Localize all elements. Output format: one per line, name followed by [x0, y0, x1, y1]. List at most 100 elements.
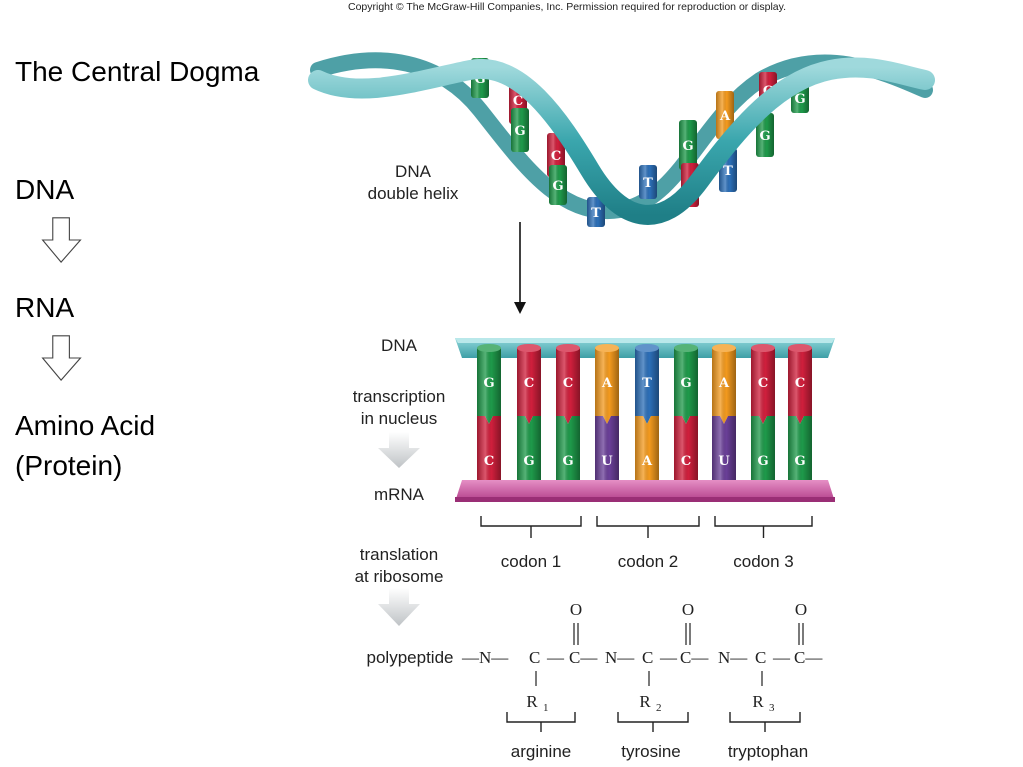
dna-label: DNA — [381, 336, 418, 355]
codon-brackets: codon 1 codon 2 codon 3 — [480, 516, 813, 571]
codon-bracket: codon 2 — [596, 516, 700, 571]
base-pair-cylinder: AU — [712, 344, 736, 492]
base-pair-cylinder: CG — [517, 344, 541, 492]
transcription-arrow-icon — [378, 432, 420, 468]
r-group-subscript: 2 — [656, 702, 662, 714]
transcription-label-2: in nucleus — [361, 409, 438, 428]
protein-text: (Protein) — [15, 450, 123, 481]
r-group-subscript: 1 — [543, 702, 549, 714]
helix-label-1: DNA — [395, 162, 432, 181]
backbone-atom: C— — [680, 648, 709, 667]
base-pair-cylinder: CG — [751, 344, 775, 492]
base-pair-cylinder: TA — [635, 344, 659, 492]
backbone-atom: — — [546, 648, 565, 667]
transcription-label-1: transcription — [353, 387, 446, 406]
helix-to-dna-arrow — [514, 222, 526, 314]
dna-base-letter: C — [795, 376, 805, 391]
helix-base-letter: C — [551, 149, 561, 164]
backbone-atom: — — [659, 648, 678, 667]
oxygen-atom: O — [570, 600, 582, 619]
copyright-notice: Copyright © The McGraw-Hill Companies, I… — [348, 1, 787, 13]
helix-base-letter: T — [591, 206, 601, 221]
rna-text: RNA — [15, 292, 75, 323]
dna-base-letter: A — [718, 376, 730, 391]
mrna-base-letter: U — [601, 454, 613, 469]
helix-base-letter: T — [723, 164, 733, 179]
helix-base-letter: C — [513, 94, 523, 109]
backbone-atom: C — [642, 648, 653, 667]
mrna-strand-bar — [455, 480, 835, 502]
amino-acid-label: arginine — [511, 742, 572, 761]
helix-label-2: double helix — [368, 184, 459, 203]
helix-base-letter: G — [759, 129, 770, 144]
r-group: R — [639, 692, 651, 711]
dna-base-letter: T — [642, 376, 652, 391]
dna-base-letter: C — [524, 376, 534, 391]
down-arrow-icon — [41, 335, 82, 382]
helix-base-letter: T — [643, 176, 653, 191]
r-group-subscript: 3 — [769, 702, 775, 714]
helix-base-letter: G — [474, 72, 485, 87]
helix-front-strand — [308, 57, 935, 225]
helix-base-letter: G — [794, 92, 805, 107]
r-group: R — [752, 692, 764, 711]
mrna-base-letter: U — [718, 454, 730, 469]
backbone-atom: C — [529, 648, 540, 667]
helix-base-pair: G — [679, 120, 697, 170]
backbone-atom: —N— — [461, 648, 509, 667]
helix-base-pair: G — [549, 165, 567, 205]
translation-label-2: at ribosome — [355, 567, 444, 586]
helix-base-pair: G — [756, 113, 774, 157]
mrna-base-letter: A — [641, 454, 653, 469]
slide-title: The Central Dogma — [15, 56, 260, 87]
translation-label-1: translation — [360, 545, 438, 564]
backbone-atom: — — [772, 648, 791, 667]
oxygen-atom: O — [682, 600, 694, 619]
dna-text: DNA — [15, 174, 75, 205]
helix-base-letter: A — [719, 109, 731, 124]
mrna-base-letter: G — [757, 454, 768, 469]
helix-base-letter: G — [514, 124, 525, 139]
base-pair-cylinder: GC — [674, 344, 698, 492]
oxygen-atom: O — [795, 600, 807, 619]
translation-arrow-icon — [378, 588, 420, 626]
backbone-atom: C— — [569, 648, 598, 667]
codon-bracket: codon 1 — [480, 516, 582, 571]
amino-acid-label: tyrosine — [621, 742, 681, 761]
codon-bracket: codon 3 — [714, 516, 813, 571]
mrna-base-letter: C — [681, 454, 691, 469]
dna-base-letter: C — [758, 376, 768, 391]
codon-label: codon 2 — [618, 552, 679, 571]
backbone-atom: N— — [718, 648, 748, 667]
helix-base-letter: G — [552, 179, 563, 194]
base-pair-cylinder: GC — [477, 344, 501, 492]
codon-label: codon 1 — [501, 552, 562, 571]
backbone-atom: C — [755, 648, 766, 667]
mrna-base-letter: G — [794, 454, 805, 469]
r-group: R — [526, 692, 538, 711]
base-pair-cylinder: CG — [556, 344, 580, 492]
mrna-base-letter: C — [484, 454, 494, 469]
base-pair-cylinder: AU — [595, 344, 619, 492]
helix-base-pair: G — [511, 108, 529, 152]
backbone-atom: C— — [794, 648, 823, 667]
base-pair-cylinder: CG — [788, 344, 812, 492]
codon-label: codon 3 — [733, 552, 794, 571]
backbone-atom: N— — [605, 648, 635, 667]
dna-base-letter: G — [680, 376, 691, 391]
mrna-base-letter: G — [523, 454, 534, 469]
dna-base-letter: C — [563, 376, 573, 391]
down-arrow-icon — [41, 217, 82, 264]
dna-base-letter: A — [601, 376, 613, 391]
polypeptide-label: polypeptide — [367, 648, 454, 667]
mrna-base-letter: G — [562, 454, 573, 469]
dna-base-letter: G — [483, 376, 494, 391]
mrna-label: mRNA — [374, 485, 425, 504]
amino-acid-label: tryptophan — [728, 742, 808, 761]
helix-base-pair: T — [639, 165, 657, 199]
helix-base-letter: G — [682, 139, 693, 154]
helix-base-pair: T — [587, 197, 605, 227]
